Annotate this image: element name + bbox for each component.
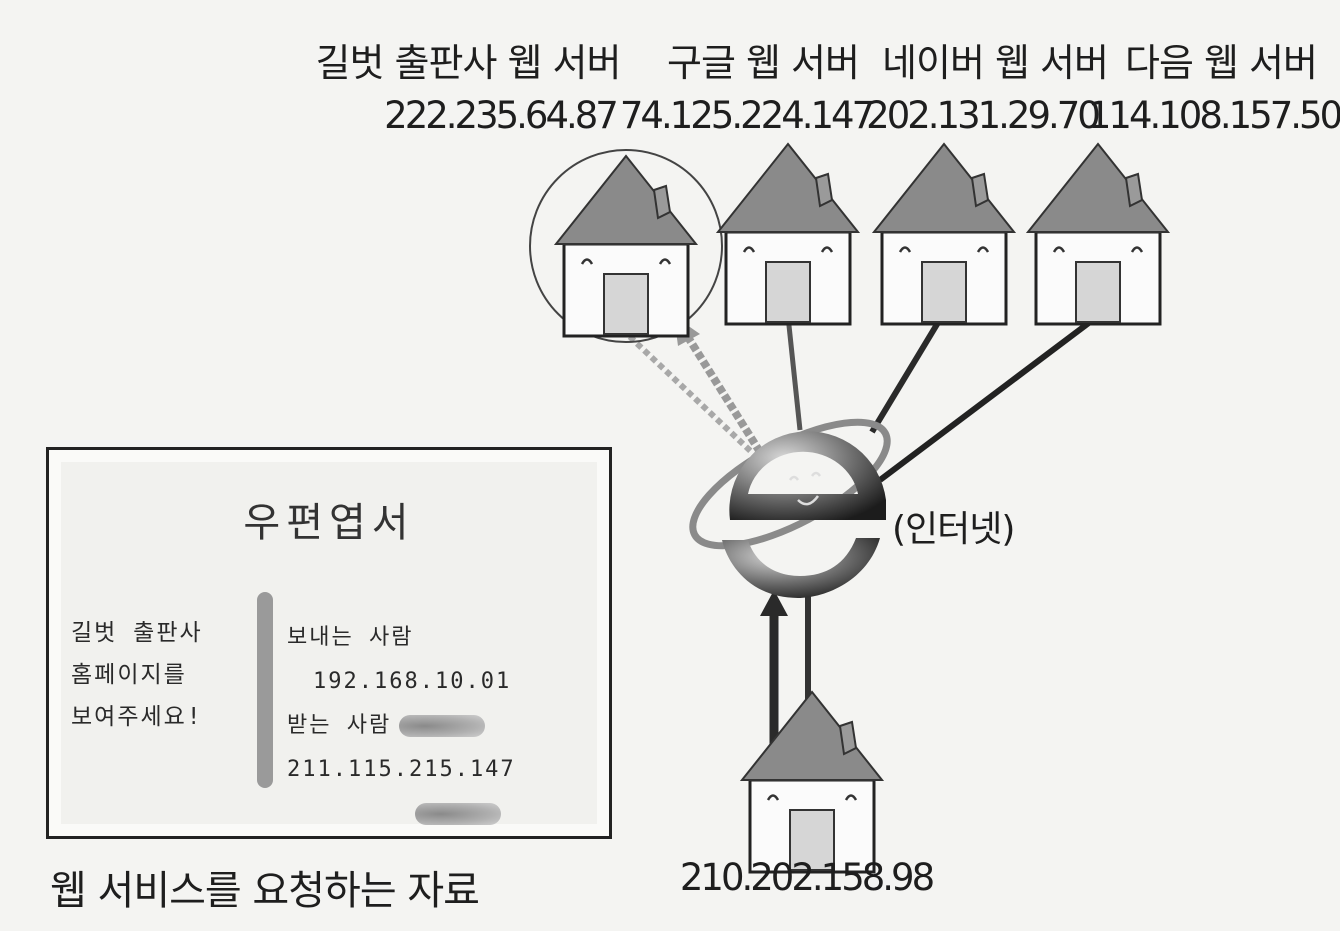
message-line: 길벗 출판사 xyxy=(71,620,203,646)
redacted-smudge xyxy=(399,715,486,737)
redacted-smudge xyxy=(415,803,501,825)
message-line: 보여주세요! xyxy=(71,704,203,730)
house-icon-google xyxy=(716,142,860,326)
postcard-title: 우편엽서 xyxy=(243,500,415,546)
upload-arrow-head xyxy=(760,590,788,616)
redacted-line xyxy=(287,792,516,836)
server-name-gilbut: 길벗 출판사 웹 서버 xyxy=(315,41,622,85)
postcard-divider xyxy=(257,592,273,788)
house-icon-gilbut xyxy=(554,154,698,338)
sender-ip: 192.168.10.01 xyxy=(313,669,512,694)
server-ip-gilbut: 222.235.64.87 xyxy=(384,94,619,137)
sender-label: 보내는 사람 xyxy=(287,625,414,650)
link-daum xyxy=(878,313,1100,483)
house-icon-client xyxy=(740,690,884,874)
postcard-body: 우편엽서 길벗 출판사 홈페이지를 보여주세요! 보내는 사람 192.168.… xyxy=(61,462,597,825)
internet-icon xyxy=(689,418,891,598)
internet-label: (인터넷) xyxy=(892,509,1015,550)
receiver-row: 받는 사람 xyxy=(287,704,516,748)
receiver-ip: 211.115.215.147 xyxy=(287,757,516,782)
server-name-naver: 네이버 웹 서버 xyxy=(882,41,1109,85)
request-arrow-shaft xyxy=(682,331,764,455)
server-ip-google: 74.125.224.147 xyxy=(619,94,875,137)
link-google xyxy=(785,315,803,431)
postcard-message: 길벗 출판사 홈페이지를 보여주세요! xyxy=(71,612,203,738)
postcard-address-block: 보내는 사람 192.168.10.01 받는 사람 211.115.215.1… xyxy=(287,616,516,836)
server-name-daum: 다음 웹 서버 xyxy=(1125,41,1318,85)
client-ip: 210.202.158.98 xyxy=(679,856,935,899)
server-ip-daum: 114.108.157.50 xyxy=(1087,94,1340,137)
highlight-circle xyxy=(529,149,723,343)
link-gilbut-dotted xyxy=(605,313,763,463)
receiver-label: 받는 사람 xyxy=(287,713,392,738)
message-line: 홈페이지를 xyxy=(71,662,187,688)
house-icon-naver xyxy=(872,142,1016,326)
postcard: 우편엽서 길벗 출판사 홈페이지를 보여주세요! 보내는 사람 192.168.… xyxy=(46,447,612,839)
server-ip-naver: 202.131.29.70 xyxy=(866,94,1101,137)
house-icon-daum xyxy=(1026,142,1170,326)
caption: 웹 서비스를 요청하는 자료 xyxy=(50,868,480,914)
link-naver xyxy=(869,314,945,434)
server-name-google: 구글 웹 서버 xyxy=(667,41,860,85)
